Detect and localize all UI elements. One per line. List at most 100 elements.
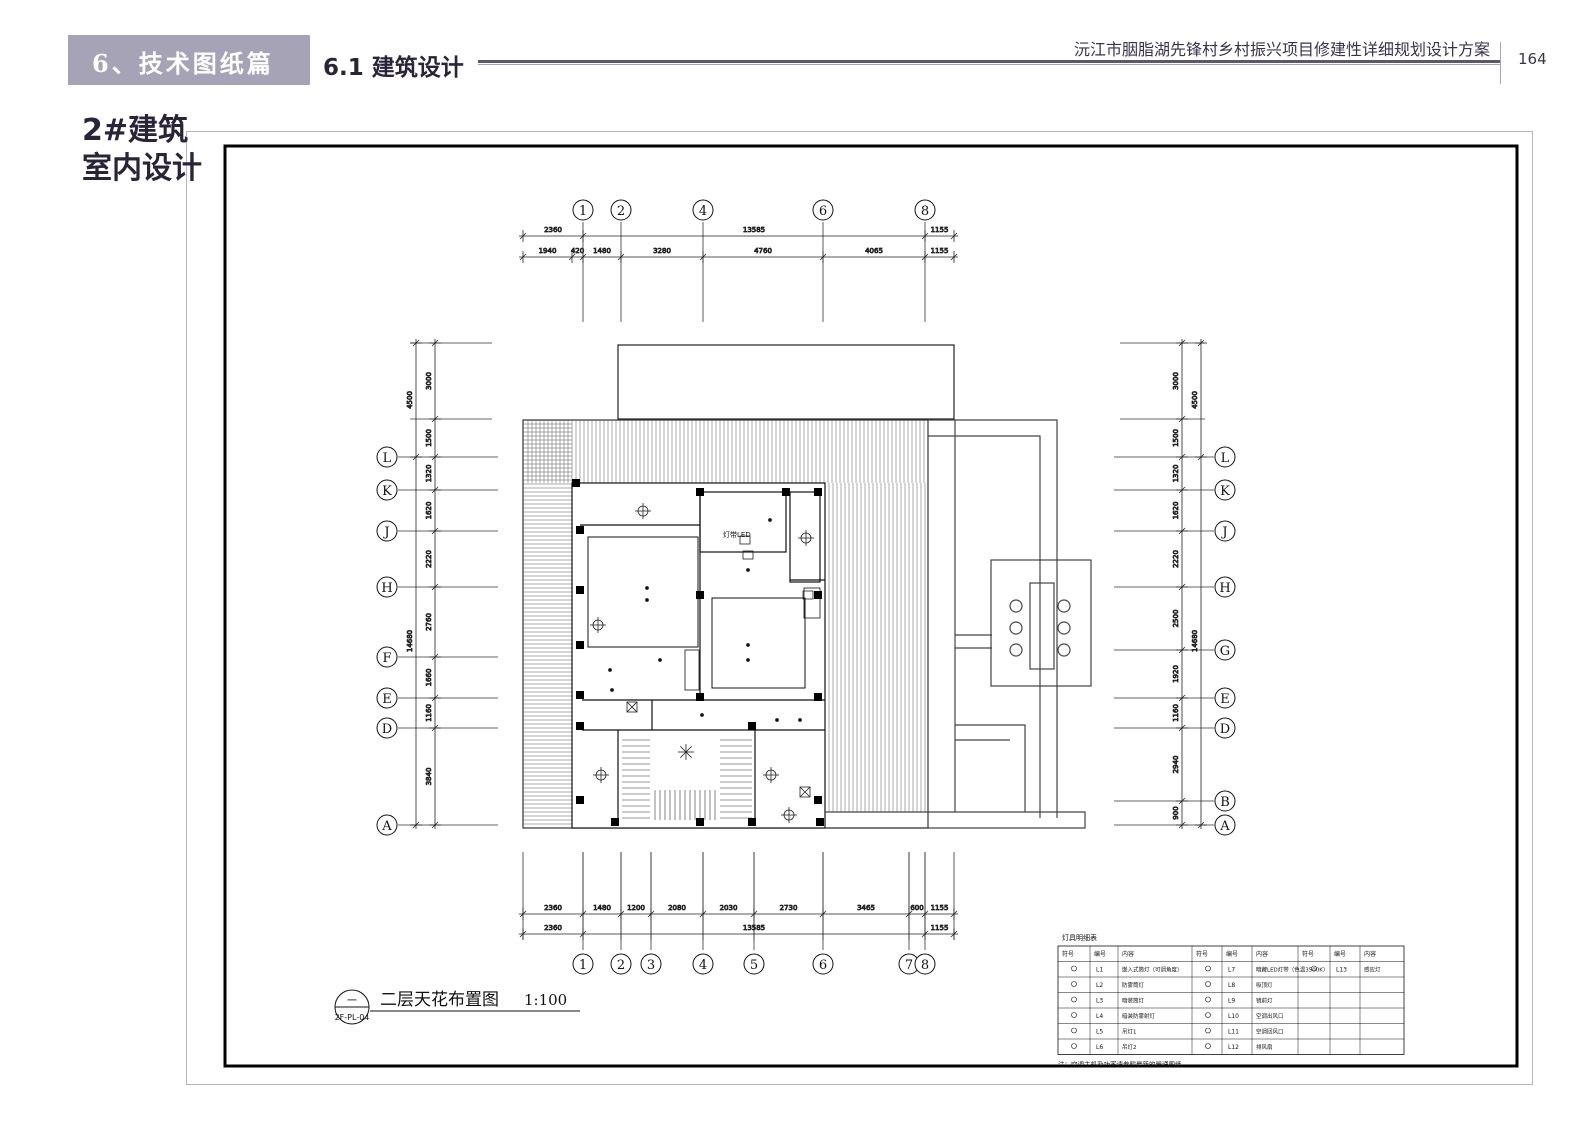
axis-bubble	[1214, 790, 1236, 812]
axis-bubble	[1214, 687, 1236, 709]
title-symbol-bottom: 2F-PL-04	[335, 1013, 370, 1022]
legend-header: 内容	[1122, 950, 1134, 958]
drawing-frame	[186, 131, 1533, 1085]
column	[572, 479, 580, 487]
axis-label: 8	[921, 958, 929, 973]
legend-header: 内容	[1364, 950, 1376, 958]
axis-left: H	[376, 576, 398, 598]
legend-symbol-icon	[1205, 996, 1211, 1003]
axis-bubble	[1214, 639, 1236, 661]
legend-code: L4	[1096, 1013, 1103, 1020]
dim-top-detail: 4760	[754, 247, 772, 255]
axis-label: A	[1219, 819, 1230, 834]
axis-right: E	[1214, 687, 1236, 709]
light-fixtures	[590, 503, 814, 823]
axis-right: L	[1214, 446, 1236, 468]
axis-bubble	[1214, 520, 1236, 542]
axis-label: 4	[699, 958, 707, 973]
dim-bottom-detail: 2730	[780, 904, 798, 912]
dim-right-inner: 2940	[1172, 756, 1180, 774]
legend-code: L3	[1096, 998, 1103, 1005]
legend-symbol-icon	[1205, 965, 1211, 972]
drawing-border	[223, 144, 1519, 1068]
axis-label: 8	[921, 204, 929, 219]
legend-code: L11	[1228, 1029, 1239, 1036]
axis-top: 4	[692, 199, 714, 221]
legend-text: 吸顶灯	[1256, 981, 1273, 989]
axis-bubble	[1214, 717, 1236, 739]
legend-code: L7	[1228, 967, 1235, 974]
legend-header: 编号	[1094, 950, 1106, 958]
axis-left: F	[376, 646, 398, 668]
header-rule-thin	[478, 64, 1500, 65]
dim-right-inner: 1500	[1172, 429, 1180, 447]
room-label: 灯带LED	[723, 530, 751, 539]
legend-header: 编号	[1334, 950, 1346, 958]
column	[576, 526, 584, 534]
column	[816, 818, 824, 826]
dim-bottom-detail: 1480	[593, 904, 611, 912]
axis-label: L	[383, 451, 392, 466]
legend-symbol-icon	[1205, 981, 1211, 987]
axis-label: D	[382, 722, 392, 737]
stairs	[622, 739, 752, 820]
legend-symbol-icon	[1071, 1043, 1077, 1049]
axis-bubble	[376, 814, 398, 836]
downlight-icon	[635, 503, 651, 519]
dim-top-detail: 4065	[865, 247, 883, 255]
axis-left: E	[376, 687, 398, 709]
legend-text: 嵌入式筒灯（可调角度）	[1122, 966, 1183, 974]
legend-text: 空调回风口	[1256, 1028, 1284, 1036]
section-label: 6.1 建筑设计	[323, 55, 464, 81]
column	[814, 693, 822, 701]
page-label-line2: 室内设计	[82, 151, 202, 186]
dim-right-inner: 2500	[1172, 610, 1180, 628]
legend-text: 防雾筒灯	[1122, 981, 1145, 989]
axis-right: D	[1214, 717, 1236, 739]
axis-bubble	[1214, 479, 1236, 501]
dim-top-detail: 1155	[931, 247, 949, 255]
header-rule	[478, 60, 1500, 63]
dim-right-inner: 1620	[1172, 502, 1180, 520]
axis-left: K	[376, 479, 398, 501]
column	[611, 818, 619, 826]
column	[782, 488, 790, 496]
downlight-icon	[590, 617, 606, 633]
dim-right-inner: 900	[1172, 806, 1180, 819]
vent-icon	[802, 590, 814, 600]
axis-bubble	[376, 520, 398, 542]
page-label: 2#建筑 室内设计	[82, 112, 202, 188]
columns	[572, 479, 824, 826]
dim-bottom-detail: 1200	[627, 904, 645, 912]
dim-right-outer: 4500	[1191, 391, 1199, 409]
axis-bubble	[572, 953, 594, 975]
dim-left-outer: 14680	[406, 630, 414, 652]
dim-top-end: 1155	[931, 226, 949, 234]
legend-text: 排风扇	[1256, 1043, 1273, 1051]
column	[748, 818, 756, 826]
legend-symbol-icon	[1311, 965, 1317, 972]
axis-label: L	[1221, 451, 1230, 466]
dim-left-inner: 3840	[425, 768, 433, 786]
axis-bottom: 1	[572, 953, 594, 975]
axis-bubble	[376, 446, 398, 468]
axis-bubble	[610, 199, 632, 221]
vent-icon	[742, 550, 754, 560]
axis-right: B	[1214, 790, 1236, 812]
chapter-label: 6、技术图纸篇	[92, 49, 274, 78]
axis-bubble	[572, 199, 594, 221]
axis-bottom: 8	[914, 953, 936, 975]
building-plan	[522, 344, 1092, 829]
drawing-scale: 1:100	[524, 991, 567, 1009]
axis-bubble	[914, 953, 936, 975]
legend-header: 编号	[1226, 950, 1238, 958]
axis-label: 1	[579, 958, 587, 973]
legend-code: L9	[1228, 998, 1235, 1005]
legend-symbol-icon	[1071, 981, 1077, 987]
legend-symbol-icon	[1205, 1027, 1211, 1034]
dim-bottom-end: 1155	[931, 924, 949, 932]
axis-label: 2	[617, 204, 625, 219]
axis-bubble	[376, 576, 398, 598]
spot-icon	[746, 643, 750, 647]
exhaust-fan-icon	[799, 786, 811, 798]
